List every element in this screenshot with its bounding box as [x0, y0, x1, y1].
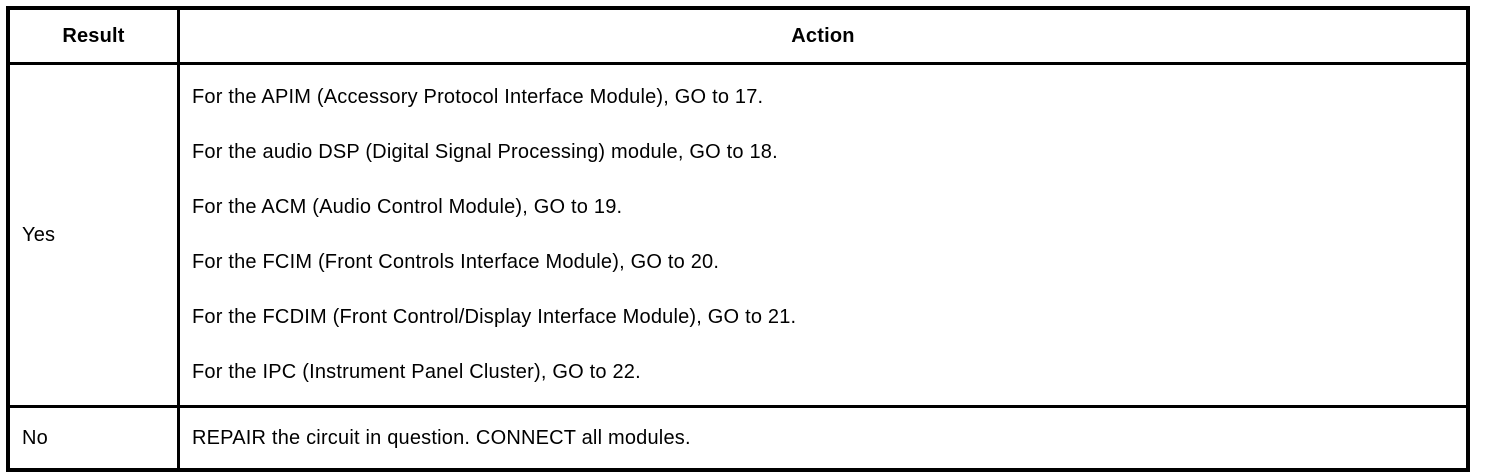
table-header-row: Result Action [10, 10, 1466, 65]
action-cell-no: REPAIR the circuit in question. CONNECT … [180, 408, 1466, 468]
table-row-no: No REPAIR the circuit in question. CONNE… [10, 408, 1466, 468]
result-cell-yes: Yes [10, 65, 180, 405]
header-cell-result: Result [10, 10, 180, 62]
action-line-audio-dsp: For the audio DSP (Digital Signal Proces… [192, 141, 778, 163]
diagnostic-result-action-table: Result Action Yes For the APIM (Accessor… [6, 6, 1470, 472]
header-cell-action: Action [791, 24, 855, 47]
action-line-apim: For the APIM (Accessory Protocol Interfa… [192, 86, 764, 108]
action-line-ipc: For the IPC (Instrument Panel Cluster), … [192, 361, 641, 383]
action-line-fcim: For the FCIM (Front Controls Interface M… [192, 251, 720, 273]
action-line-fcdim: For the FCDIM (Front Control/Display Int… [192, 306, 797, 328]
result-cell-no: No [10, 408, 180, 468]
action-line-acm: For the ACM (Audio Control Module), GO t… [192, 196, 623, 218]
table-row-yes: Yes For the APIM (Accessory Protocol Int… [10, 65, 1466, 408]
action-line-repair: REPAIR the circuit in question. CONNECT … [192, 426, 691, 449]
action-cell-yes: For the APIM (Accessory Protocol Interfa… [180, 65, 1466, 405]
